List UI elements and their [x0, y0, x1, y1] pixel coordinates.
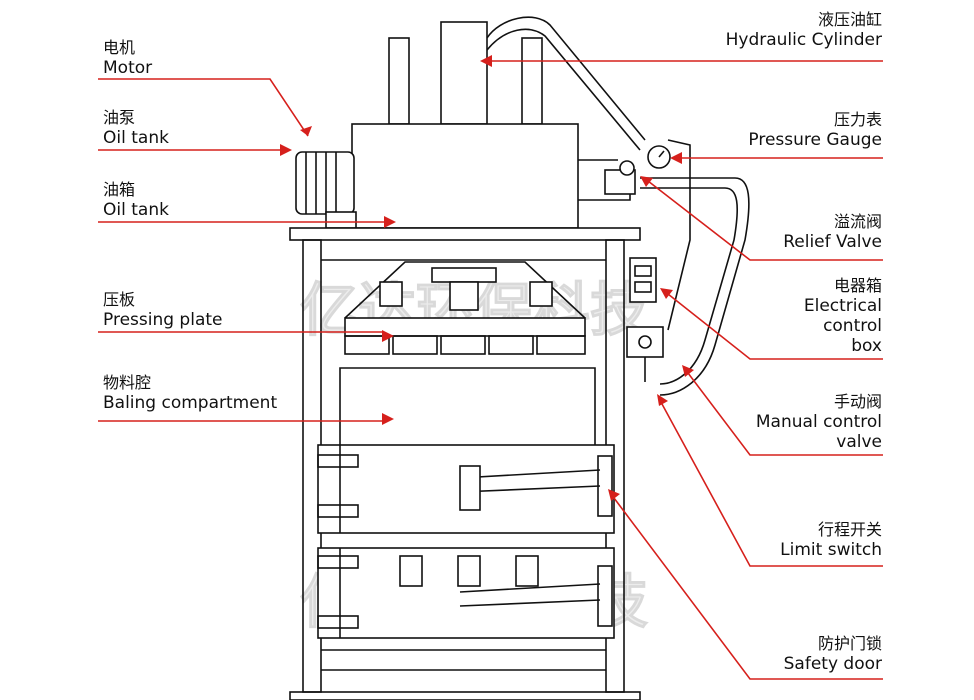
label-oil-tank-en: Oil tank — [103, 200, 169, 220]
label-limit-switch-zh: 行程开关 — [817, 520, 882, 539]
label-motor-zh: 电机 — [103, 38, 136, 57]
label-electrical-control-box-en-2: control — [823, 316, 882, 336]
label-limit-switch: 行程开关 Limit switch — [780, 520, 882, 560]
label-safety-door: 防护门锁 Safety door — [784, 634, 882, 674]
leader-lines — [98, 55, 883, 680]
label-manual-control-valve-en-2: valve — [836, 432, 882, 452]
label-manual-control-valve-zh: 手动阀 — [833, 392, 882, 411]
label-pressing-plate-en: Pressing plate — [103, 310, 223, 330]
label-electrical-control-box-en-3: box — [851, 336, 882, 356]
label-safety-door-en: Safety door — [783, 654, 882, 674]
label-oil-tank: 油箱 Oil tank — [103, 180, 169, 220]
label-electrical-control-box-zh: 电器箱 — [833, 276, 882, 295]
label-motor: 电机 Motor — [103, 38, 152, 78]
machine-line-art — [289, 16, 750, 700]
label-hydraulic-cylinder-zh: 液压油缸 — [817, 10, 882, 29]
label-limit-switch-en: Limit switch — [780, 540, 882, 560]
label-electrical-control-box-en-1: Electrical — [803, 296, 882, 316]
label-baling-compartment-en: Baling compartment — [103, 393, 278, 413]
label-relief-valve-zh: 溢流阀 — [833, 212, 882, 231]
label-safety-door-zh: 防护门锁 — [817, 634, 882, 653]
label-relief-valve-en: Relief Valve — [783, 232, 882, 252]
label-baling-compartment: 物料腔 Baling compartment — [103, 373, 277, 413]
label-baling-compartment-zh: 物料腔 — [103, 373, 152, 392]
label-pressure-gauge: 压力表 Pressure Gauge — [748, 110, 882, 150]
label-oil-pump-zh: 油泵 — [103, 108, 136, 127]
label-oil-pump-en: Oil tank — [103, 128, 169, 148]
label-oil-tank-zh: 油箱 — [103, 180, 136, 199]
label-electrical-control-box: 电器箱 Electrical control box — [804, 276, 882, 356]
label-pressing-plate-zh: 压板 — [103, 290, 136, 309]
label-relief-valve: 溢流阀 Relief Valve — [783, 212, 882, 252]
label-motor-en: Motor — [103, 58, 153, 78]
label-pressure-gauge-zh: 压力表 — [833, 110, 882, 129]
label-oil-pump: 油泵 Oil tank — [103, 108, 169, 148]
label-manual-control-valve: 手动阀 Manual control valve — [756, 392, 882, 452]
label-manual-control-valve-en-1: Manual control — [755, 412, 882, 432]
label-hydraulic-cylinder-en: Hydraulic Cylinder — [725, 30, 882, 50]
label-pressure-gauge-en: Pressure Gauge — [748, 130, 882, 150]
label-pressing-plate: 压板 Pressing plate — [103, 290, 223, 330]
label-hydraulic-cylinder: 液压油缸 Hydraulic Cylinder — [726, 10, 882, 50]
